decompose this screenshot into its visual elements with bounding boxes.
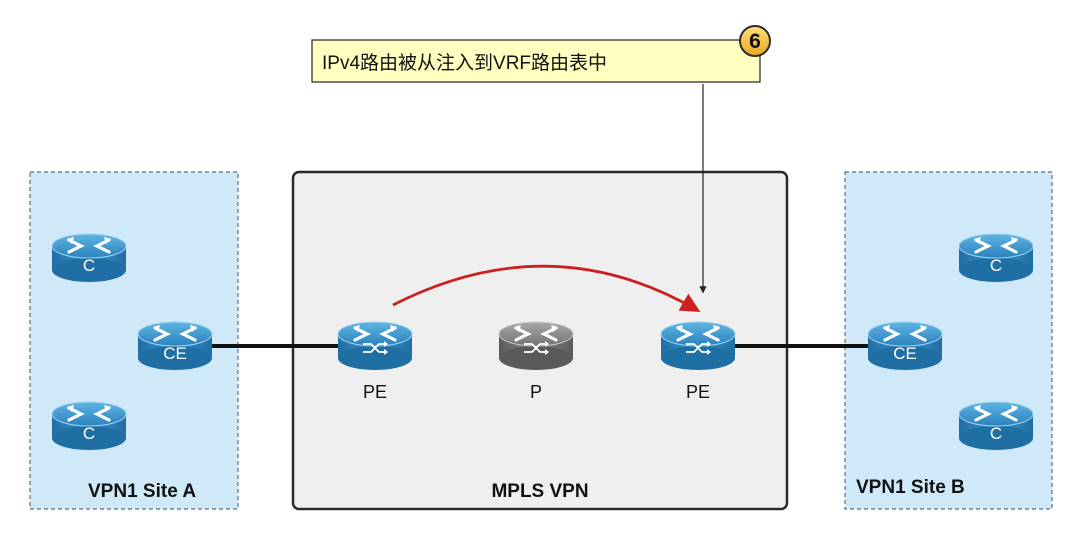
router-c-site-a-bottom-label: C — [83, 424, 95, 443]
router-c-site-a-top-label: C — [83, 256, 95, 275]
router-icon: C — [50, 400, 128, 452]
pe-right-caption: PE — [686, 382, 710, 402]
mpls-vpn-label: MPLS VPN — [491, 481, 588, 502]
step-number: 6 — [749, 30, 761, 53]
router-icon: CE — [866, 320, 944, 372]
router-ce-site-a-label: CE — [163, 344, 187, 363]
p-caption: P — [530, 382, 542, 402]
router-icon — [497, 320, 575, 372]
router-icon: C — [957, 400, 1035, 452]
router-icon: C — [957, 232, 1035, 284]
router-ce-site-b-label: CE — [893, 344, 917, 363]
router-c-site-b-top-label: C — [990, 256, 1002, 275]
router-icon — [659, 320, 737, 372]
router-icon: C — [50, 232, 128, 284]
router-c-site-b-bottom-label: C — [990, 424, 1002, 443]
callout-background — [311, 39, 761, 83]
router-icon: CE — [136, 320, 214, 372]
step-number-badge: 6 — [739, 25, 771, 57]
route-flow-arrow — [392, 264, 701, 312]
pe-left-caption: PE — [363, 382, 387, 402]
callout-text: IPv4路由被从注入到VRF路由表中 — [322, 52, 607, 74]
site-a-label: VPN1 Site A — [88, 481, 196, 502]
site-b-label: VPN1 Site B — [856, 477, 965, 498]
router-icon — [336, 320, 414, 372]
callout-box: IPv4路由被从注入到VRF路由表中 — [311, 39, 761, 83]
